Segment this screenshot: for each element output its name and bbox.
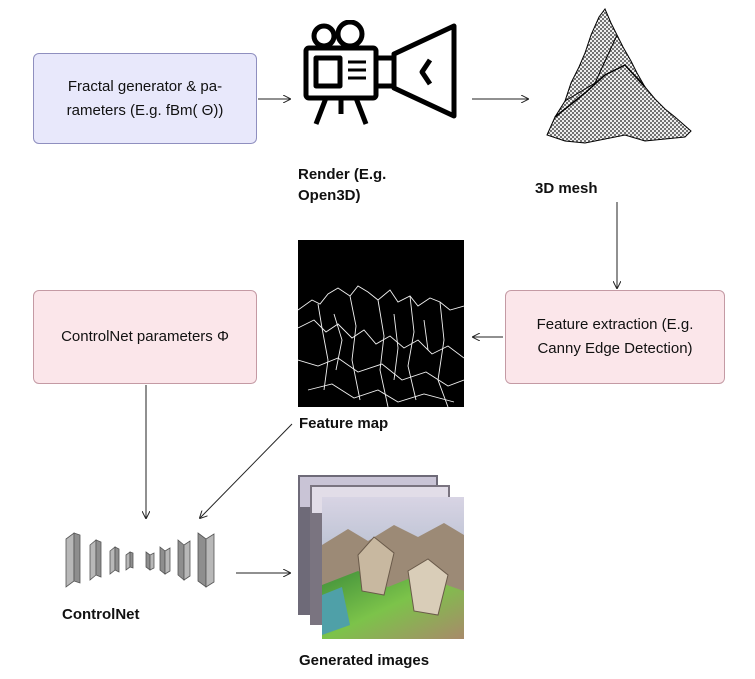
movie-camera-icon xyxy=(303,20,457,125)
controlnet-label: ControlNet xyxy=(62,606,140,623)
mountain-wireframe-icon xyxy=(546,8,692,144)
feature-extraction-text: Feature extraction (E.g. Canny Edge Dete… xyxy=(536,316,694,357)
stacked-landscape-images xyxy=(298,475,464,639)
feature-extraction-box: Feature extraction (E.g. Canny Edge Dete… xyxy=(505,290,725,384)
arrow-featuremap-to-controlnet xyxy=(200,423,293,518)
network-layers-icon xyxy=(65,532,215,588)
generated-images-label: Generated images xyxy=(299,652,430,669)
fractal-generator-text: Fractal generator & pa- rameters (E.g. f… xyxy=(66,77,224,119)
edge-map-image xyxy=(298,240,464,407)
feature-map-label: Feature map xyxy=(299,415,389,432)
render-label: Render (E.g. Open3D) xyxy=(298,164,418,206)
controlnet-params-box: ControlNet parameters Φ xyxy=(33,290,257,384)
fractal-generator-box: Fractal generator & pa- rameters (E.g. f… xyxy=(33,53,257,144)
mesh-label: 3D mesh xyxy=(535,180,598,197)
render-label-text: Render (E.g. Open3D) xyxy=(298,166,387,204)
controlnet-params-text: ControlNet parameters Φ xyxy=(61,328,229,345)
